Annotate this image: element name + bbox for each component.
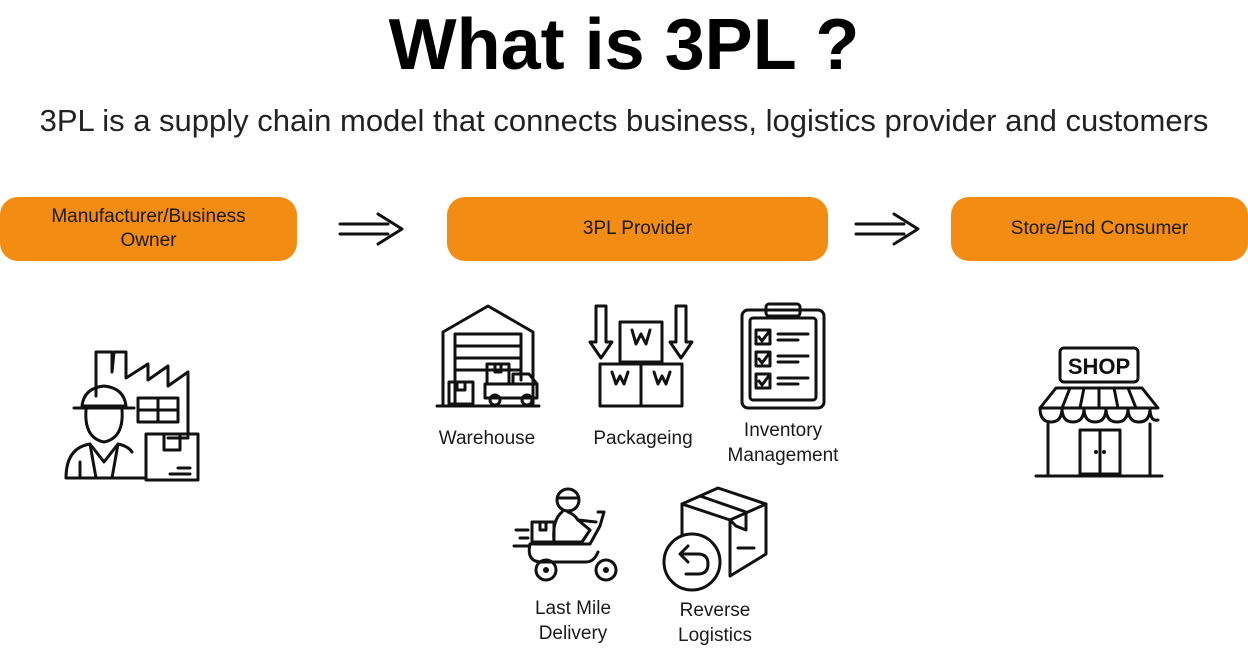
factory-worker-icon [64, 350, 200, 482]
last-mile-label-line2: Delivery [538, 623, 608, 644]
manufacturer-box: Manufacturer/Business Owner [0, 197, 297, 261]
page-subtitle: 3PL is a supply chain model that connect… [39, 103, 1209, 138]
delivery-scooter-icon [512, 487, 618, 582]
reverse-logistics-label: Reverse Logistics [640, 598, 790, 648]
page-title: What is 3PL ? [388, 5, 860, 85]
packaging-icon [588, 304, 694, 408]
clipboard-checklist-icon [740, 302, 826, 410]
shop-storefront-icon: SHOP [1034, 346, 1164, 478]
shop-sign-text: SHOP [1068, 354, 1130, 379]
last-mile-label-line1: Last Mile [534, 598, 612, 619]
inventory-label: Inventory Management [708, 418, 858, 468]
last-mile-label: Last Mile Delivery [498, 596, 648, 646]
store-box: Store/End Consumer [951, 197, 1248, 261]
warehouse-label: Warehouse [438, 428, 536, 449]
packaging-label: Packageing [593, 428, 693, 449]
reverse-logistics-label-line2: Logistics [678, 625, 752, 646]
inventory-label-line2: Management [727, 445, 839, 466]
inventory-label-line1: Inventory [743, 420, 823, 441]
manufacturer-label: Manufacturer/Business Owner [51, 206, 246, 251]
store-label: Store/End Consumer [1010, 218, 1189, 239]
provider-label: 3PL Provider [582, 218, 693, 239]
arrow-right-icon [854, 212, 920, 246]
3pl-provider-box: 3PL Provider [447, 197, 828, 261]
reverse-logistics-label-line1: Reverse [679, 600, 751, 621]
reverse-logistics-icon [662, 486, 768, 592]
warehouse-icon [435, 304, 541, 408]
arrow-right-icon [338, 212, 404, 246]
